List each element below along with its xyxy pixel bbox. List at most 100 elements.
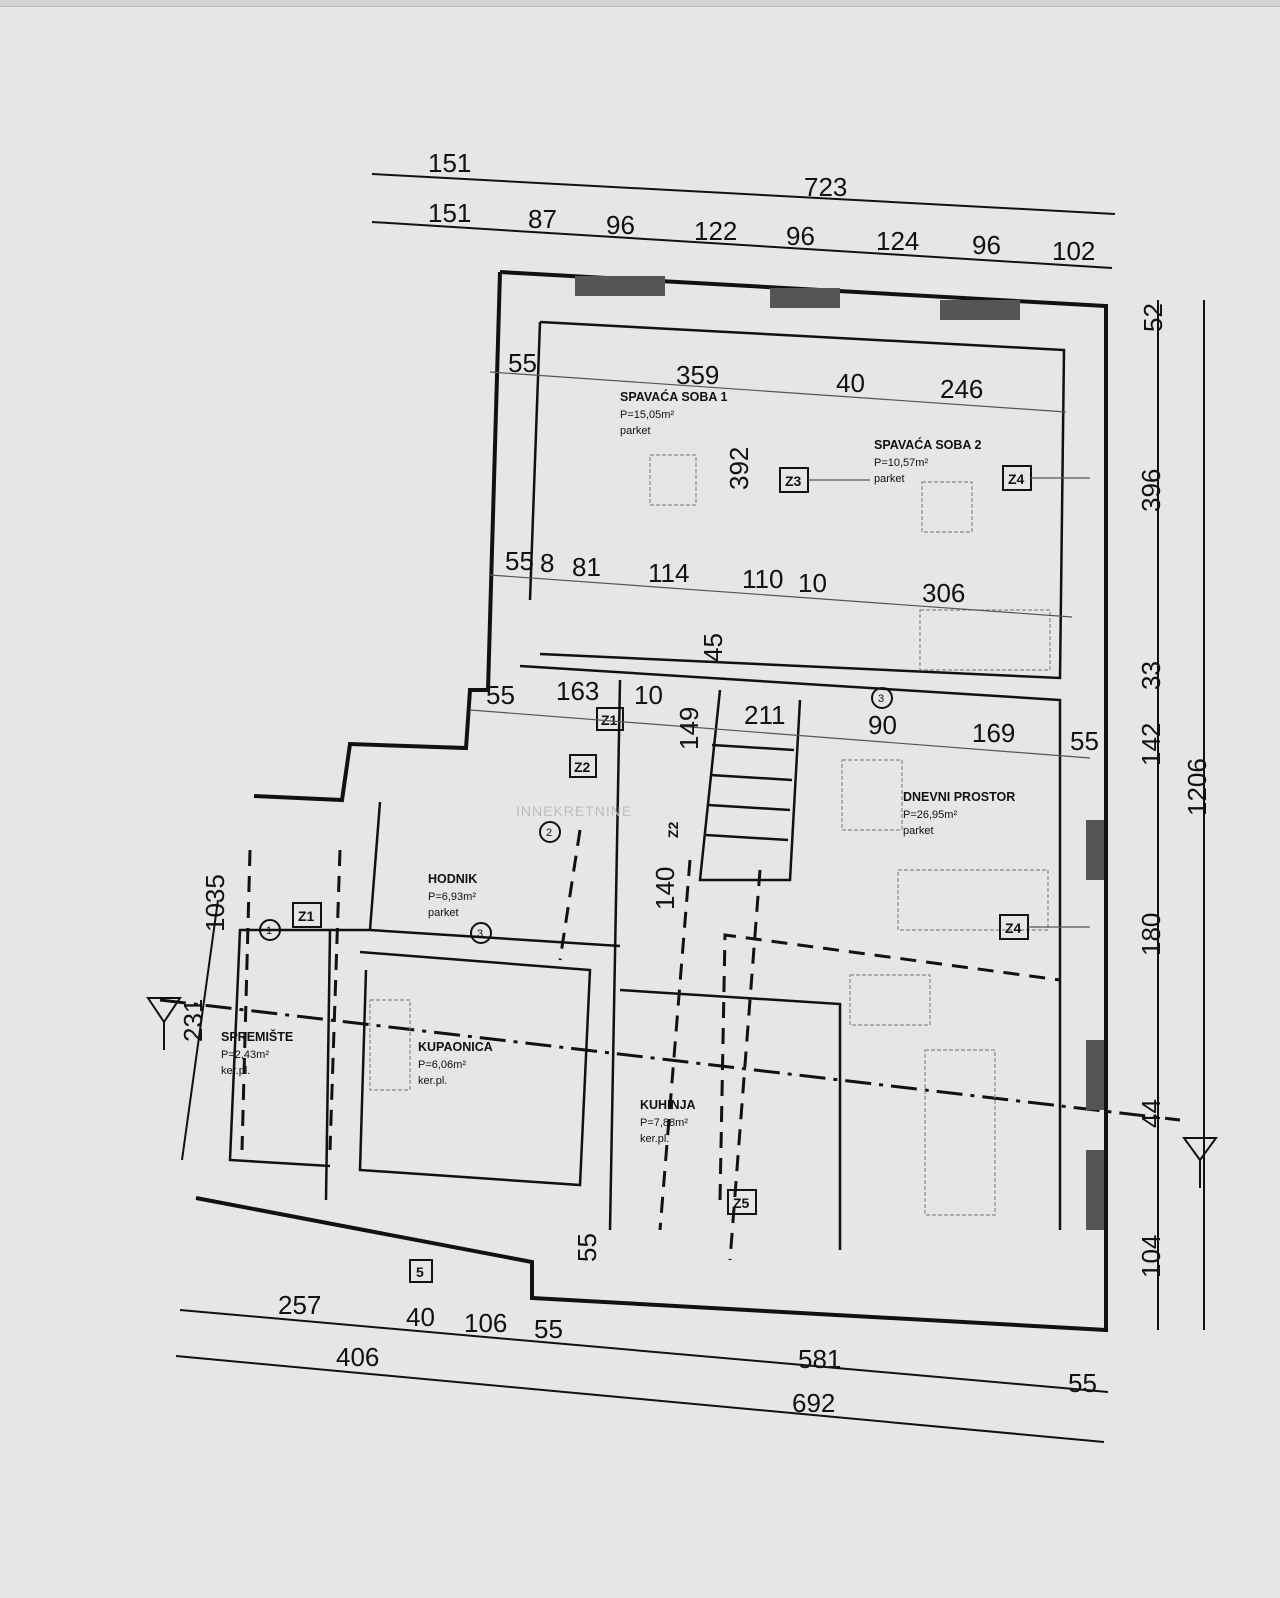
- dashed-lines: [159, 829, 1181, 1261]
- plan-label: DNEVNI PROSTOR: [903, 790, 1015, 804]
- tag-z1: Z1: [601, 712, 618, 728]
- room-spavaca-soba-1: SPAVAĆA SOBA 1 P=15,05m² parket: [620, 389, 727, 437]
- plan-label: parket: [620, 425, 651, 437]
- plan-label: HODNIK: [428, 872, 477, 886]
- furniture: [369, 454, 1051, 1216]
- tag-5: 5: [416, 1264, 424, 1280]
- plan-label: 55: [534, 1314, 563, 1344]
- plan-label: P=2,43m²: [221, 1049, 269, 1061]
- plan-label: 246: [940, 374, 983, 404]
- plan-label: 163: [556, 676, 599, 706]
- room-hodnik: HODNIK P=6,93m² parket: [428, 872, 477, 919]
- tag-z1: Z1: [298, 908, 315, 924]
- plan-label: SPAVAĆA SOBA 1: [620, 389, 727, 404]
- plan-label: 40: [836, 368, 865, 398]
- dim-label: 96: [972, 230, 1001, 260]
- left-dimensions: 1035 231: [146, 874, 230, 1161]
- plan-label: parket: [428, 907, 459, 919]
- plan-label: 55: [486, 680, 515, 710]
- plan-label: 692: [792, 1388, 835, 1418]
- plan-label: 169: [972, 718, 1015, 748]
- dim-label: 87: [528, 204, 557, 234]
- plan-label: 52: [1138, 303, 1168, 332]
- plan-label: 90: [868, 710, 897, 740]
- plan-label: P=6,93m²: [428, 891, 476, 903]
- plan-label: 106: [464, 1308, 507, 1338]
- plan-label: P=15,05m²: [620, 409, 674, 421]
- plan-label: 406: [336, 1342, 379, 1372]
- plan-label: 55: [508, 348, 537, 378]
- plan-label: 40: [406, 1302, 435, 1332]
- plan-label: P=6,06m²: [418, 1059, 466, 1071]
- plan-label: ker.pl.: [640, 1133, 669, 1145]
- plan-label: ker.pl.: [418, 1075, 447, 1087]
- plan-label: 45: [698, 633, 728, 662]
- plan-label: 359: [676, 360, 719, 390]
- room-spavaca-soba-2: SPAVAĆA SOBA 2 P=10,57m² parket: [874, 437, 981, 485]
- room-spremiste: SPREMIŠTE P=2,43m² ker.pl.: [221, 1029, 293, 1077]
- dim-label: 124: [876, 226, 919, 256]
- plan-label: 81: [572, 552, 601, 582]
- watermark: INNEKRETNINE: [516, 803, 632, 819]
- tag-z3: Z3: [785, 473, 802, 489]
- plan-label: 1: [266, 925, 272, 937]
- plan-label: 231: [178, 999, 208, 1042]
- windows: [575, 276, 1104, 1230]
- plan-label: parket: [903, 825, 934, 837]
- dim-label: 122: [694, 216, 737, 246]
- plan-label: SPAVAĆA SOBA 2: [874, 437, 981, 452]
- dim-label: 96: [606, 210, 635, 240]
- plan-label: 140: [650, 867, 680, 910]
- room-dnevni-prostor: DNEVNI PROSTOR P=26,95m² parket: [903, 790, 1015, 837]
- plan-label: 33: [1136, 661, 1166, 690]
- right-dimensions: 52 396 33 142 1206 180 44 104: [1136, 300, 1218, 1330]
- plan-label: KUHINJA: [640, 1098, 696, 1112]
- plan-label: ker.pl.: [221, 1065, 250, 1077]
- plan-label: 211: [744, 700, 785, 730]
- plan-label: 2: [546, 827, 552, 839]
- tag-z4: Z4: [1008, 471, 1025, 487]
- plan-label: 3: [477, 928, 483, 940]
- plan-label: SPREMIŠTE: [221, 1029, 293, 1044]
- plan-label: 114: [648, 558, 689, 588]
- plan-label: 1035: [200, 874, 230, 932]
- tag-z5: Z5: [733, 1195, 750, 1211]
- plan-label: P=10,57m²: [874, 457, 928, 469]
- plan-label: 10: [634, 680, 663, 710]
- plan-label: 306: [922, 578, 965, 608]
- plan-label: 396: [1136, 469, 1166, 512]
- plan-label: 55: [1070, 726, 1099, 756]
- dim-label: 723: [804, 172, 847, 202]
- plan-label: P=26,95m²: [903, 809, 957, 821]
- plan-label: 180: [1136, 913, 1166, 956]
- window-top-edge: [0, 0, 1280, 7]
- dim-label: 151: [428, 198, 471, 228]
- plan-label: 55: [572, 1233, 602, 1262]
- element-tags: Z1 Z2 Z3 Z4 Z4 Z5 Z1 Z2 5: [292, 465, 1090, 1283]
- plan-label: 257: [278, 1290, 321, 1320]
- plan-label: 149: [674, 707, 704, 750]
- dim-label: 102: [1052, 236, 1095, 266]
- tag-z2: Z2: [665, 821, 681, 838]
- plan-label: P=7,88m²: [640, 1117, 688, 1129]
- plan-label: parket: [874, 473, 905, 485]
- bottom-dimensions: 257 40 106 55 406 581 55 692 55: [175, 1233, 1109, 1443]
- plan-label: 110: [742, 564, 783, 594]
- plan-label: 10: [798, 568, 827, 598]
- room-kupaonica: KUPAONICA P=6,06m² ker.pl.: [418, 1040, 493, 1087]
- room-kuhinja: KUHINJA P=7,88m² ker.pl.: [640, 1098, 696, 1145]
- tag-z2: Z2: [574, 759, 591, 775]
- plan-label: 55: [1068, 1368, 1097, 1398]
- plan-label: 44: [1136, 1099, 1166, 1128]
- plan-label: 8: [540, 548, 554, 578]
- plan-label: 581: [798, 1344, 841, 1374]
- plan-label: 392: [724, 447, 754, 490]
- top-dimensions: 151 723 151 87 96 122 96 124 96 102: [371, 148, 1116, 269]
- dim-label: 151: [428, 148, 471, 178]
- plan-label: 3: [878, 693, 884, 705]
- plan-label: 1206: [1182, 758, 1212, 816]
- dim-label: 96: [786, 221, 815, 251]
- tag-z4: Z4: [1005, 920, 1022, 936]
- plan-label: 142: [1136, 723, 1166, 766]
